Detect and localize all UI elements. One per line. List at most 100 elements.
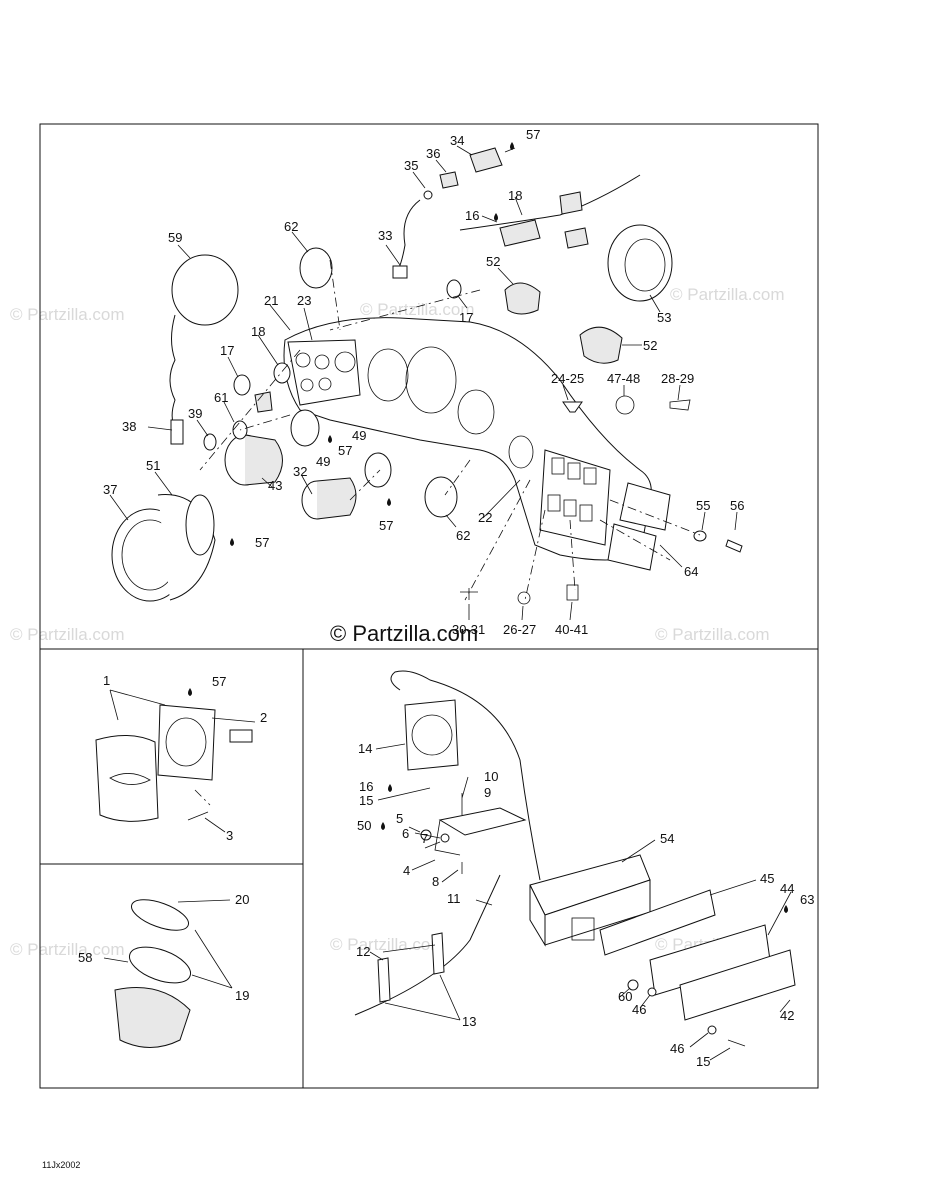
- droplet-57-vent: [188, 688, 192, 696]
- vent-screw-3: [187, 811, 209, 821]
- connector-34: [469, 147, 503, 173]
- watermark-center: © Partzilla.com: [330, 621, 478, 646]
- key-switch-18: [499, 219, 541, 247]
- watermark-right-mid: © Partzilla.com: [655, 625, 770, 644]
- watermark-right-top: © Partzilla.com: [670, 285, 785, 304]
- droplet-57-mid: [328, 435, 332, 443]
- radio-drawing: [354, 670, 796, 1061]
- ring-nut-52-top: [504, 282, 541, 315]
- sleeve-45: [599, 889, 716, 956]
- callout-49-lower: 49: [316, 454, 330, 469]
- callout-55: 55: [696, 498, 710, 513]
- callout-64: 64: [684, 564, 698, 579]
- callout-46-upper: 46: [632, 1002, 646, 1017]
- callout-57-gauge: 57: [255, 535, 269, 550]
- washer-46-lower: [707, 1025, 717, 1035]
- switch-4: [547, 494, 561, 512]
- callout-51: 51: [146, 458, 160, 473]
- callout-23: 23: [297, 293, 311, 308]
- leader-lines-top: [109, 145, 738, 621]
- callout-21: 21: [264, 293, 278, 308]
- callout-58: 58: [78, 950, 92, 965]
- radio-display: [571, 917, 595, 941]
- ring-nut-52-bottom: [579, 326, 623, 364]
- droplet-50: [381, 822, 385, 830]
- callout-62-upper: 62: [284, 219, 298, 234]
- trim-frame-42: [679, 949, 796, 1021]
- gauge-43-body: [244, 434, 283, 486]
- blower-housing: [114, 987, 191, 1048]
- callout-40-41: 40-41: [555, 622, 588, 637]
- wire-33: [397, 199, 421, 271]
- callout-1: 1: [103, 673, 110, 688]
- top-panel-drawing: [109, 142, 743, 621]
- callout-13: 13: [462, 1014, 476, 1029]
- screw-20-leader: [177, 899, 231, 903]
- icon-24-25: [562, 401, 583, 413]
- callout-20: 20: [235, 892, 249, 907]
- callout-38: 38: [122, 419, 136, 434]
- callout-49-upper: 49: [352, 428, 366, 443]
- switch-cover-upper: [619, 482, 671, 531]
- callout-12: 12: [356, 944, 370, 959]
- gasket-58: [128, 946, 192, 984]
- droplet-63: [784, 905, 788, 913]
- screw-56: [725, 539, 743, 553]
- callout-24-25: 24-25: [551, 371, 584, 386]
- watermark-left-bottom: © Partzilla.com: [10, 940, 125, 959]
- callout-5: 5: [396, 811, 403, 826]
- top-panel-labels: 59 62 21 23 18 17 61 38 39 51 37 43 32 5…: [103, 127, 744, 646]
- bezel-62-lower: [424, 476, 458, 518]
- vent-louver: [109, 773, 151, 785]
- callout-56: 56: [730, 498, 744, 513]
- washer-55: [693, 530, 707, 542]
- callout-30-31: 30-31: [452, 622, 485, 637]
- coiled-cord: [169, 314, 179, 436]
- lanyard-59: [171, 254, 239, 326]
- footer-code: 11Jx2002: [42, 1160, 81, 1170]
- bezel-62-upper: [299, 247, 333, 289]
- clip-12-left: [377, 957, 391, 1003]
- callout-32: 32: [293, 464, 307, 479]
- right-panel-frame: [302, 648, 819, 1089]
- callout-60: 60: [618, 989, 632, 1004]
- pin-36: [439, 171, 459, 189]
- plate-hole-4: [300, 378, 314, 392]
- callout-62-lower: 62: [456, 528, 470, 543]
- callout-46-lower: 46: [670, 1041, 684, 1056]
- switch-3: [583, 467, 597, 485]
- callout-37: 37: [103, 482, 117, 497]
- light-icon-30-31: [460, 588, 478, 600]
- grille-cover: [131, 899, 189, 931]
- callout-15: 15: [359, 793, 373, 808]
- callout-8: 8: [432, 874, 439, 889]
- blower-drawing: [103, 899, 233, 1048]
- bracket-plate: [438, 807, 527, 836]
- gauge-opening-1: [367, 348, 409, 402]
- callout-57-mid: 57: [338, 443, 352, 458]
- gasket-51: [185, 494, 215, 556]
- left-panel-plate: [287, 339, 361, 406]
- switch-6: [579, 504, 593, 522]
- callout-57-lower: 57: [379, 518, 393, 533]
- gauge-opening-3: [457, 389, 495, 435]
- callout-7: 7: [421, 831, 428, 846]
- callout-53: 53: [657, 310, 671, 325]
- callout-59: 59: [168, 230, 182, 245]
- callout-16-right: 16: [359, 779, 373, 794]
- connector-small: [564, 227, 589, 249]
- watermark-left-mid: © Partzilla.com: [10, 625, 125, 644]
- plate-hole-5: [318, 377, 332, 391]
- fuel-icon-40-41: [566, 584, 579, 601]
- callout-18-right: 18: [508, 188, 522, 203]
- callout-22: 22: [478, 510, 492, 525]
- callout-2: 2: [260, 710, 267, 725]
- callout-44: 44: [780, 881, 794, 896]
- callout-43: 43: [268, 478, 282, 493]
- washer-46-upper: [647, 987, 657, 997]
- switch-cover-lower: [607, 523, 657, 571]
- vent-plug-2: [229, 729, 253, 743]
- vent-leaders: [109, 689, 256, 833]
- callout-52-upper: 52: [486, 254, 500, 269]
- callout-50: 50: [357, 818, 371, 833]
